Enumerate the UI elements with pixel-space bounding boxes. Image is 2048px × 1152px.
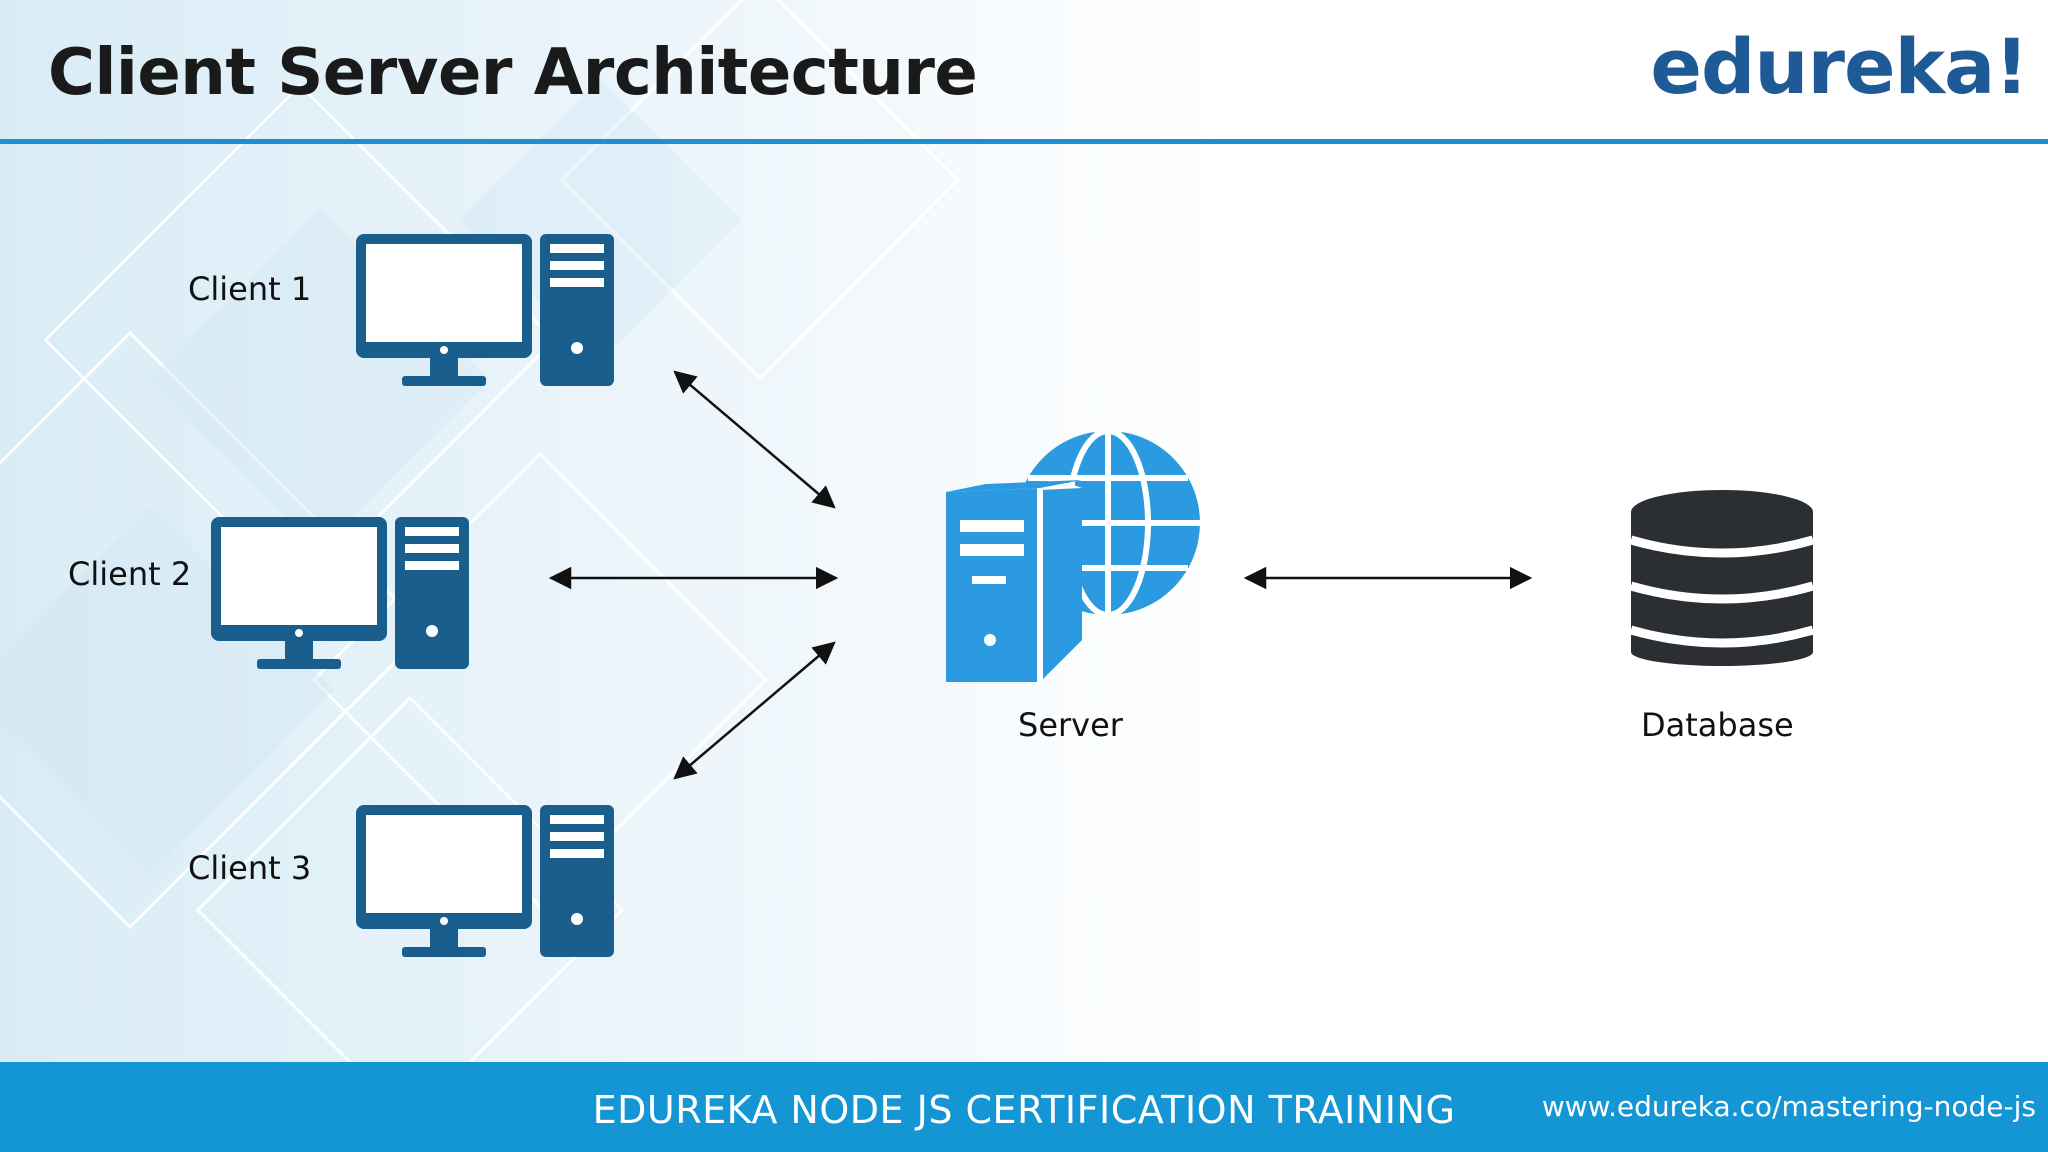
header-divider <box>0 139 2048 144</box>
client-2-computer-icon <box>211 517 469 669</box>
client-1-label: Client 1 <box>188 270 312 308</box>
client-1-computer-icon <box>356 234 614 386</box>
footer-bar: EDUREKA NODE JS CERTIFICATION TRAINING w… <box>0 1062 2048 1152</box>
database-icon <box>1629 490 1815 666</box>
server-globe-icon <box>946 428 1200 682</box>
footer-url-link[interactable]: www.edureka.co/mastering-node-js <box>1541 1090 2036 1123</box>
footer-course-title: EDUREKA NODE JS CERTIFICATION TRAINING <box>592 1088 1456 1132</box>
client-2-label: Client 2 <box>68 555 192 593</box>
database-label: Database <box>1641 706 1794 744</box>
edureka-logo: edureka! <box>1650 22 2029 111</box>
client-3-computer-icon <box>356 805 614 957</box>
server-label: Server <box>1018 706 1123 744</box>
client-3-server-arrow <box>673 641 836 780</box>
slide-title: Client Server Architecture <box>48 36 978 110</box>
client-3-label: Client 3 <box>188 849 312 887</box>
client-1-server-arrow <box>673 370 836 509</box>
